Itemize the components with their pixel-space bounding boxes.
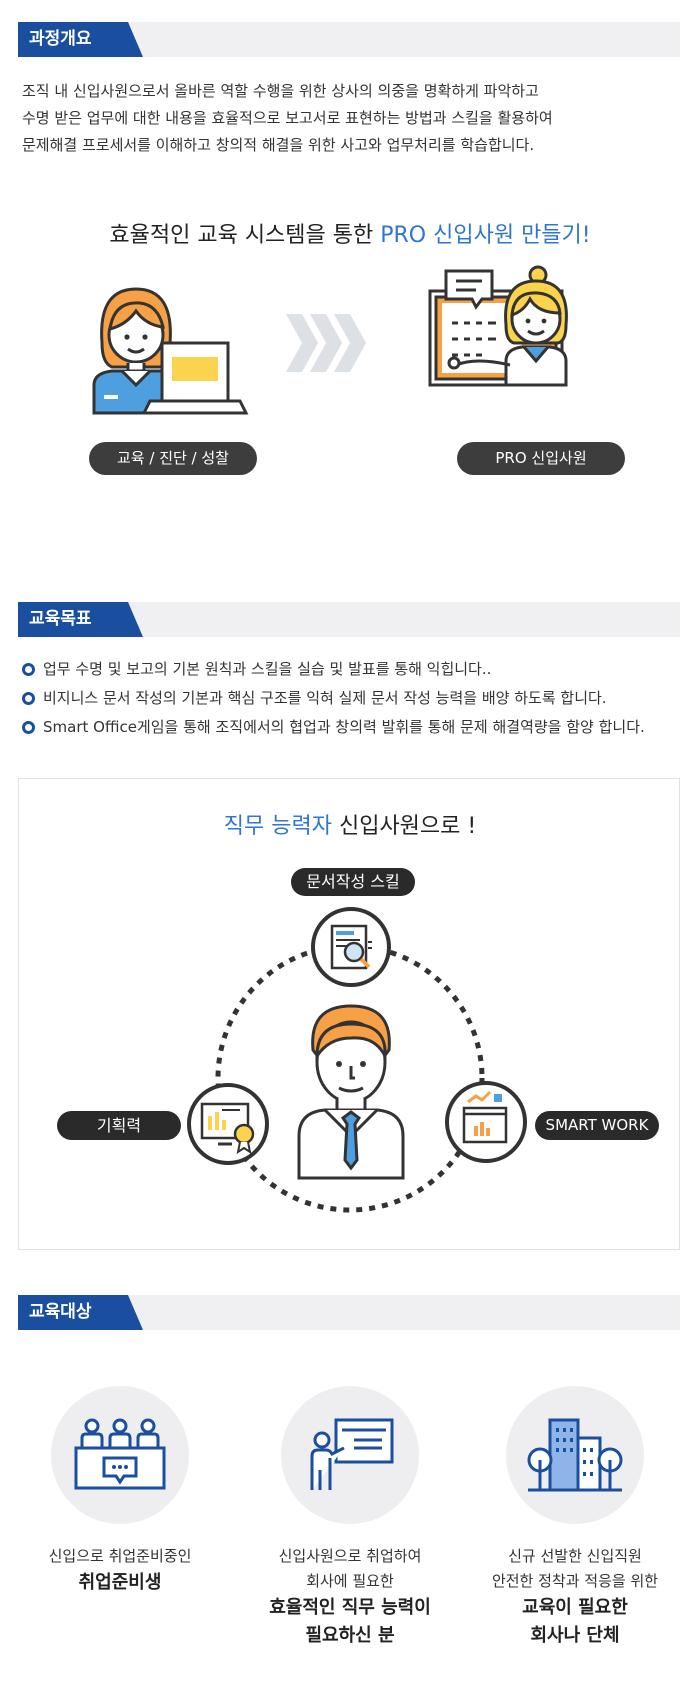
skill-pill-documents: 문서작성 스킬 (291, 868, 415, 896)
certificate-monitor-icon (187, 1083, 269, 1165)
overview-line: 조직 내 신입사원으로서 올바른 역할 수행을 위한 상사의 의중을 명확하게 … (22, 82, 539, 100)
goal-text: 비지니스 문서 작성의 기본과 핵심 구조를 익혀 실제 문서 작성 능력을 배… (43, 689, 607, 707)
education-process-pill: 교육 / 진단 / 성찰 (89, 442, 257, 475)
overview-description: 조직 내 신입사원으로서 올바른 역할 수행을 위한 상사의 의중을 명확하게 … (22, 78, 662, 159)
skill-pill-planning: 기획력 (57, 1111, 181, 1140)
overview-header: 과정개요 (18, 22, 680, 57)
target-text-2: 신입사원으로 취업하여 회사에 필요한 효율적인 직무 능력이 필요하신 분 (230, 1544, 470, 1650)
target-bold: 취업준비생 (78, 1572, 162, 1593)
woman-laptop-icon (92, 287, 249, 415)
meeting-table-icon (74, 1418, 166, 1490)
competency-box (18, 778, 680, 1250)
pro-employee-pill: PRO 신입사원 (457, 442, 625, 475)
competency-title-highlight: 직무 능력자 (223, 814, 332, 839)
overview-line: 수명 받은 업무에 대한 내용을 효율적으로 보고서로 표현하는 방법과 스킬을… (22, 109, 553, 127)
target-line: 회사에 필요한 (306, 1572, 394, 1590)
target-line: 신규 선발한 신입직원 (508, 1547, 642, 1565)
goal-item: 업무 수명 및 보고의 기본 원칙과 스킬을 실습 및 발표를 통해 익힙니다.… (22, 655, 682, 684)
overview-headline: 효율적인 교육 시스템을 통한 PRO 신입사원 만들기! (0, 217, 700, 249)
city-buildings-icon (527, 1418, 623, 1492)
goals-header: 교육목표 (18, 602, 680, 637)
goals-tag: 교육목표 (18, 602, 143, 637)
presentation-board-icon (310, 1418, 394, 1490)
woman-presenter-icon (428, 265, 568, 387)
triple-chevron-icon (286, 314, 366, 372)
overview-line: 문제해결 프로세서를 이해하고 창의적 해결을 위한 사고와 업무처리를 학습합… (22, 136, 535, 154)
chart-window-icon (445, 1081, 527, 1163)
skill-pill-smart-work: SMART WORK (535, 1111, 659, 1140)
competency-title-rest: 신입사원으로 ! (331, 814, 477, 839)
goals-list: 업무 수명 및 보고의 기본 원칙과 스킬을 실습 및 발표를 통해 익힙니다.… (22, 655, 682, 742)
competency-title: 직무 능력자 신입사원으로 ! (0, 808, 700, 840)
overview-tag: 과정개요 (18, 22, 143, 57)
targets-tag: 교육대상 (18, 1295, 143, 1330)
target-bold: 효율적인 직무 능력이 (269, 1597, 431, 1618)
headline-prefix: 효율적인 교육 시스템을 통한 (109, 223, 381, 248)
target-line: 신입사원으로 취업하여 (278, 1547, 422, 1565)
headline-highlight: PRO 신입사원 만들기! (380, 223, 591, 248)
orbit-ring (215, 943, 485, 1213)
target-text-3: 신규 선발한 신입직원 안전한 정착과 적응을 위한 교육이 필요한 회사나 단… (455, 1544, 695, 1650)
target-bold: 회사나 단체 (530, 1625, 620, 1646)
goal-text: Smart Office게임을 통해 조직에서의 협업과 창의력 발휘를 통해 … (43, 718, 645, 736)
bullet-circle-icon (22, 721, 35, 734)
goal-item: 비지니스 문서 작성의 기본과 핵심 구조를 익혀 실제 문서 작성 능력을 배… (22, 684, 682, 713)
target-bold: 교육이 필요한 (522, 1597, 628, 1618)
man-suit-icon (297, 1004, 405, 1180)
goal-text: 업무 수명 및 보고의 기본 원칙과 스킬을 실습 및 발표를 통해 익힙니다.… (43, 660, 492, 678)
bullet-circle-icon (22, 663, 35, 676)
bullet-circle-icon (22, 692, 35, 705)
target-line: 신입으로 취업준비중인 (48, 1547, 192, 1565)
document-magnifier-icon (311, 907, 391, 987)
goal-item: Smart Office게임을 통해 조직에서의 협업과 창의력 발휘를 통해 … (22, 713, 682, 742)
targets-header: 교육대상 (18, 1295, 680, 1330)
target-line: 안전한 정착과 적응을 위한 (491, 1572, 659, 1590)
target-text-1: 신입으로 취업준비중인 취업준비생 (0, 1544, 240, 1597)
target-bold: 필요하신 분 (305, 1625, 395, 1646)
